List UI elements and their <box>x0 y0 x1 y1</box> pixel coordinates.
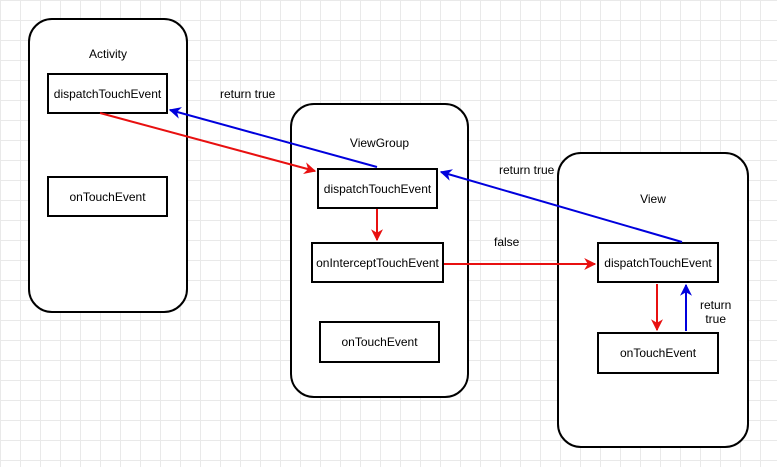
view-dispatch-touch-event: dispatchTouchEvent <box>597 242 719 283</box>
viewgroup-on-intercept-touch-event: onInterceptTouchEvent <box>311 242 444 283</box>
activity-container: Activity <box>28 18 188 313</box>
label-return-true-mid: return true <box>499 163 555 177</box>
activity-on-touch-event: onTouchEvent <box>47 176 168 217</box>
viewgroup-title: ViewGroup <box>349 136 410 150</box>
label-return-line2: true <box>705 312 727 326</box>
view-on-touch-event: onTouchEvent <box>597 332 719 374</box>
label-return-true-top: return true <box>220 87 276 101</box>
label-false: false <box>494 235 520 249</box>
view-title: View <box>640 192 666 206</box>
label-return-line1: return <box>700 298 732 312</box>
label-return-true-view: return true <box>700 298 731 326</box>
viewgroup-on-touch-event: onTouchEvent <box>319 321 440 363</box>
viewgroup-dispatch-touch-event: dispatchTouchEvent <box>317 168 438 209</box>
activity-dispatch-touch-event: dispatchTouchEvent <box>47 73 168 114</box>
activity-title: Activity <box>88 47 127 61</box>
